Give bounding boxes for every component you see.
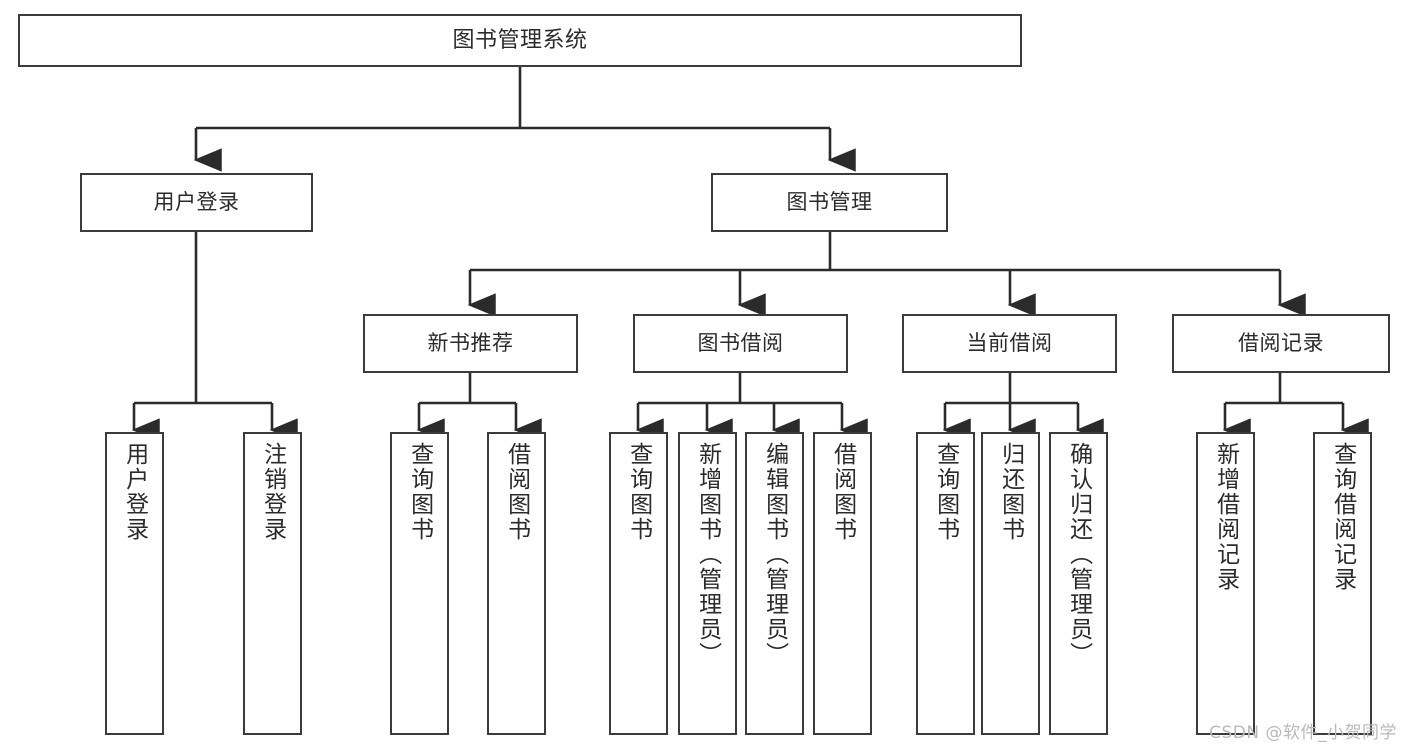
node-root-book-management-system[interactable]: 图书管理系统 [18, 14, 1022, 67]
node-label: 图书借阅 [697, 331, 784, 356]
leaf-query-book-borrow[interactable]: 查询图书 [609, 432, 668, 735]
node-label: 查询图书 [406, 442, 433, 542]
node-label: 当前借阅 [966, 331, 1053, 356]
node-label: 新增借阅记录 [1212, 442, 1239, 592]
node-label: 用户登录 [153, 190, 240, 215]
node-label: 查询借阅记录 [1329, 442, 1356, 592]
node-label: 确认归还（管理员） [1065, 442, 1092, 667]
leaf-return-book[interactable]: 归还图书 [981, 432, 1040, 735]
node-current-borrow[interactable]: 当前借阅 [902, 314, 1117, 373]
node-label: 新增图书（管理员） [694, 442, 721, 667]
node-label: 借阅记录 [1238, 331, 1324, 356]
leaf-user-login[interactable]: 用户登录 [105, 432, 164, 735]
leaf-query-book-recommend[interactable]: 查询图书 [390, 432, 449, 735]
node-label: 图书管理系统 [452, 27, 588, 53]
node-label: 借阅图书 [829, 442, 856, 542]
node-label: 编辑图书（管理员） [761, 442, 788, 667]
node-book-borrow[interactable]: 图书借阅 [633, 314, 848, 373]
node-user-login[interactable]: 用户登录 [80, 173, 313, 232]
node-label: 图书管理 [786, 190, 873, 215]
leaf-edit-book-admin[interactable]: 编辑图书（管理员） [745, 432, 804, 735]
node-label: 查询图书 [932, 442, 959, 542]
node-label: 借阅图书 [503, 442, 530, 542]
leaf-confirm-return-admin[interactable]: 确认归还（管理员） [1049, 432, 1108, 735]
node-label: 新书推荐 [427, 331, 514, 356]
node-label: 查询图书 [625, 442, 652, 542]
node-label: 归还图书 [997, 442, 1024, 542]
node-borrow-record[interactable]: 借阅记录 [1172, 314, 1390, 373]
watermark-text: CSDN @软件_小贺同学 [1209, 723, 1397, 743]
leaf-borrow-book[interactable]: 借阅图书 [813, 432, 872, 735]
leaf-query-book-current[interactable]: 查询图书 [916, 432, 975, 735]
node-label: 注销登录 [259, 442, 286, 542]
leaf-borrow-book-recommend[interactable]: 借阅图书 [487, 432, 546, 735]
leaf-add-borrow-record[interactable]: 新增借阅记录 [1196, 432, 1255, 735]
node-book-management[interactable]: 图书管理 [711, 173, 948, 232]
leaf-logout-login[interactable]: 注销登录 [243, 432, 302, 735]
node-new-book-recommend[interactable]: 新书推荐 [363, 314, 578, 373]
node-label: 用户登录 [121, 442, 148, 542]
leaf-query-borrow-record[interactable]: 查询借阅记录 [1313, 432, 1372, 735]
leaf-add-book-admin[interactable]: 新增图书（管理员） [678, 432, 737, 735]
